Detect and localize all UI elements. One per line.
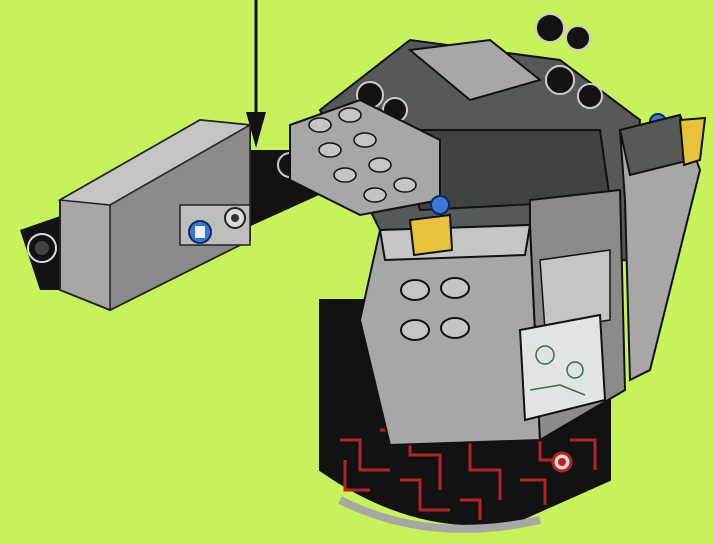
- yellow-block: [410, 215, 452, 255]
- blue-stud: [431, 196, 449, 214]
- yellow-tile: [680, 118, 705, 165]
- front-panel: [360, 215, 540, 445]
